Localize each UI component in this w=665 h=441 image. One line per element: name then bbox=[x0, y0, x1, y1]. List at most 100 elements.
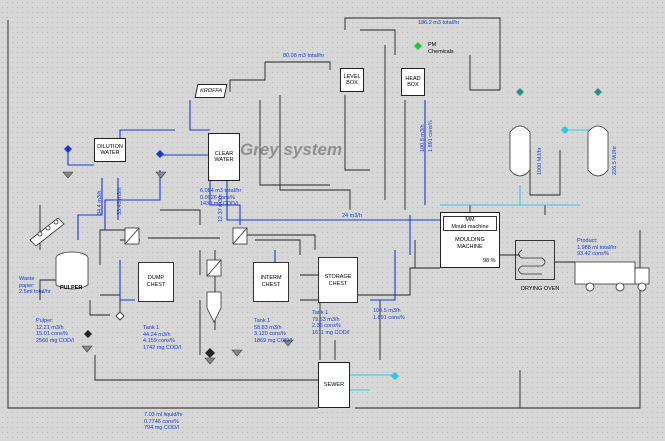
unit-label: KROFFA bbox=[199, 87, 223, 94]
stat-line: 0.0026 cons% bbox=[200, 194, 235, 201]
stat-line: 3.120 cons% bbox=[254, 331, 286, 337]
stat-line: 0.7746 cons% bbox=[144, 418, 179, 425]
stat-line: 6.084 m3 total/hr bbox=[200, 188, 242, 194]
stat-line: Product: bbox=[577, 238, 598, 244]
dilution-water-box[interactable]: DILUTION WATER bbox=[94, 138, 126, 162]
mould-machine-box[interactable]: MM Mould machine MOULDING MACHINE bbox=[440, 212, 500, 268]
diagram-title: Grey system bbox=[240, 140, 343, 159]
pm-chemicals-label: PM Chemicals bbox=[428, 42, 454, 55]
storage-out-stats: 100.5 m3/h 1.891 cons% bbox=[373, 308, 405, 321]
dryer-vessel-b bbox=[587, 125, 609, 177]
unit-label: CHEST bbox=[261, 281, 281, 288]
to-mould-flow: 24 m3/h bbox=[342, 213, 362, 219]
headbox-flow-a: 100.8 m3/h bbox=[420, 124, 426, 152]
unit-label: SEWER bbox=[323, 381, 345, 388]
unit-label: MACHINE bbox=[457, 243, 483, 250]
drain-triangle bbox=[204, 357, 216, 365]
stat-line: Tank 1 bbox=[143, 325, 160, 331]
drying-oven-label: DRYING OVEN bbox=[521, 286, 560, 292]
sewer-box[interactable]: SEWER bbox=[318, 362, 350, 408]
unit-label: MM bbox=[465, 217, 475, 223]
dryer-vessel-a bbox=[509, 125, 531, 177]
sewer-node bbox=[391, 372, 399, 380]
dump-chest-tank[interactable]: DUMP CHEST bbox=[138, 262, 174, 302]
pulper-stats: Pulper: 12.21 m3/h 15.01 cons% 2560 mg C… bbox=[36, 318, 74, 344]
dryer-flow-b: 226.5 MJ/hr bbox=[612, 145, 618, 175]
tank2-stats: Tank 1 58.83 m3/h 3.120 cons% 1869 mg CO… bbox=[254, 318, 292, 344]
truck-icon bbox=[574, 261, 650, 292]
label-line: PM bbox=[428, 42, 437, 48]
clear-water-box[interactable]: CLEAR WATER bbox=[208, 133, 240, 181]
valve-node bbox=[115, 311, 125, 321]
stat-line: 2.36 cons% bbox=[312, 323, 341, 329]
stat-line: paper: bbox=[19, 282, 35, 289]
hydrocyclone bbox=[206, 291, 222, 323]
water-inlet-node-b bbox=[156, 150, 164, 158]
unit-label: CLEAR bbox=[214, 150, 234, 157]
mould-percent: 98 % bbox=[483, 258, 496, 264]
dilution-flow-a: 34.4 m3/h bbox=[97, 190, 103, 215]
unit-label: DILUTION bbox=[97, 143, 123, 150]
unit-label: Mould machine bbox=[451, 223, 489, 230]
unit-label: BOX bbox=[346, 80, 358, 86]
kroffa-flow: 80.08 m3 total/hr bbox=[283, 53, 325, 59]
interm-chest-tank[interactable]: INTERM CHEST bbox=[253, 262, 289, 302]
stat-line: 1869 mg COD/l bbox=[254, 337, 292, 344]
label-line: Chemicals bbox=[428, 48, 454, 55]
unit-label: MOULDING bbox=[455, 237, 485, 243]
drain-triangle bbox=[62, 171, 74, 179]
stat-line: Tank 1 bbox=[254, 318, 271, 324]
drain-triangle bbox=[231, 349, 243, 357]
pump-node-b bbox=[84, 330, 92, 338]
stat-line: 58.83 m3/h bbox=[254, 324, 282, 331]
stat-line: Waste bbox=[19, 276, 35, 282]
stat-line: 1611 mg COD/l bbox=[312, 329, 350, 336]
sewer-stats: 7.03 ml liquid/hr 0.7746 cons% 794 mg CO… bbox=[144, 412, 183, 432]
mould-header: MM Mould machine bbox=[443, 216, 497, 231]
unit-label: DUMP bbox=[147, 275, 165, 281]
water-inlet-node-a bbox=[64, 145, 72, 153]
pulper-label[interactable]: PULPER bbox=[60, 285, 83, 291]
tank1-stats: Tank 1 44.24 m3/h 4.159 cons% 1742 mg CO… bbox=[143, 325, 181, 351]
stat-line: 1.891 cons% bbox=[373, 314, 405, 321]
stat-line: 44.24 m3/h bbox=[143, 331, 171, 338]
tank3-stats: Tank 1 79.53 m3/h 2.36 cons% 1611 mg COD… bbox=[312, 310, 350, 336]
unit-label: WATER bbox=[100, 150, 120, 156]
unit-label: HEAD bbox=[405, 75, 421, 82]
waste-paper-label: Waste paper: 2.5ml total/hr bbox=[19, 276, 51, 296]
cyan-node bbox=[561, 126, 569, 134]
drain-triangle bbox=[282, 339, 294, 347]
unit-label: STORAGE bbox=[324, 274, 352, 280]
unit-label: WATER bbox=[214, 157, 234, 163]
drain-triangle bbox=[155, 171, 167, 179]
dryer-inlet-node-b bbox=[594, 88, 602, 96]
stat-line: Tank 1 bbox=[312, 310, 329, 316]
unit-label: CHEST bbox=[328, 280, 348, 287]
head-box[interactable]: HEAD BOX bbox=[401, 68, 425, 96]
top-recycle-flow: 186.2 m3 total/hr bbox=[418, 20, 460, 26]
kroffa-box[interactable]: KROFFA bbox=[194, 84, 228, 98]
pump-node-a bbox=[205, 348, 215, 358]
stat-line: 2.5ml total/hr bbox=[19, 289, 51, 295]
stat-line: 100.5 m3/h bbox=[373, 308, 401, 314]
stat-line: 1430 mg COD/l bbox=[200, 201, 238, 207]
storage-chest-tank[interactable]: STORAGE CHEST bbox=[318, 257, 358, 303]
dryer-inlet-node-a bbox=[516, 88, 524, 96]
unit-label: BOX bbox=[407, 82, 419, 88]
drying-oven-box[interactable] bbox=[515, 240, 555, 280]
stat-line: 15.01 cons% bbox=[36, 331, 68, 337]
stat-line: 794 mg COD/l bbox=[144, 425, 179, 431]
product-stats: Product: 1.988 ml total/hr 93.42 cons% bbox=[577, 238, 616, 258]
dryer-flow-a: 1000 MJ/hr bbox=[537, 147, 543, 175]
stat-line: 4.159 cons% bbox=[143, 338, 175, 344]
stat-line: 1.988 ml total/hr bbox=[577, 244, 617, 251]
unit-label: LEVEL bbox=[343, 73, 361, 80]
stat-line: 1742 mg COD/l bbox=[143, 344, 181, 351]
unit-label: CHEST bbox=[146, 281, 166, 288]
level-box[interactable]: LEVEL BOX bbox=[340, 68, 364, 92]
drain-triangle bbox=[81, 345, 93, 353]
dilution-flow-b: 33.43 m3/h bbox=[117, 187, 123, 215]
pulper-drum bbox=[55, 251, 89, 290]
unit-label: INTERM bbox=[260, 275, 282, 281]
